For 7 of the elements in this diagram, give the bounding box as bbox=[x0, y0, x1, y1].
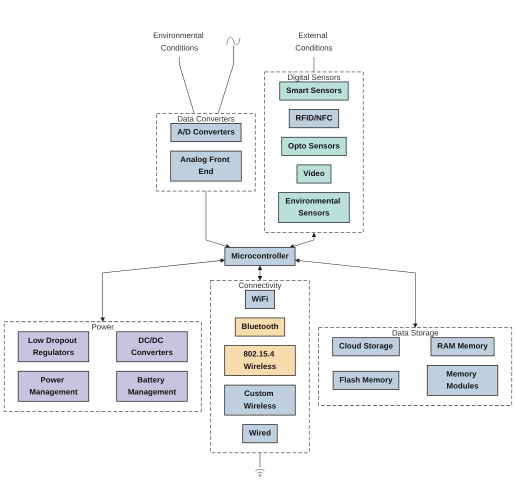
arrow bbox=[290, 232, 316, 248]
arrow bbox=[100, 258, 225, 322]
connector bbox=[179, 56, 194, 114]
arrow bbox=[258, 266, 262, 280]
arrow bbox=[295, 258, 418, 328]
connector bbox=[218, 45, 234, 114]
arrow bbox=[206, 190, 230, 248]
